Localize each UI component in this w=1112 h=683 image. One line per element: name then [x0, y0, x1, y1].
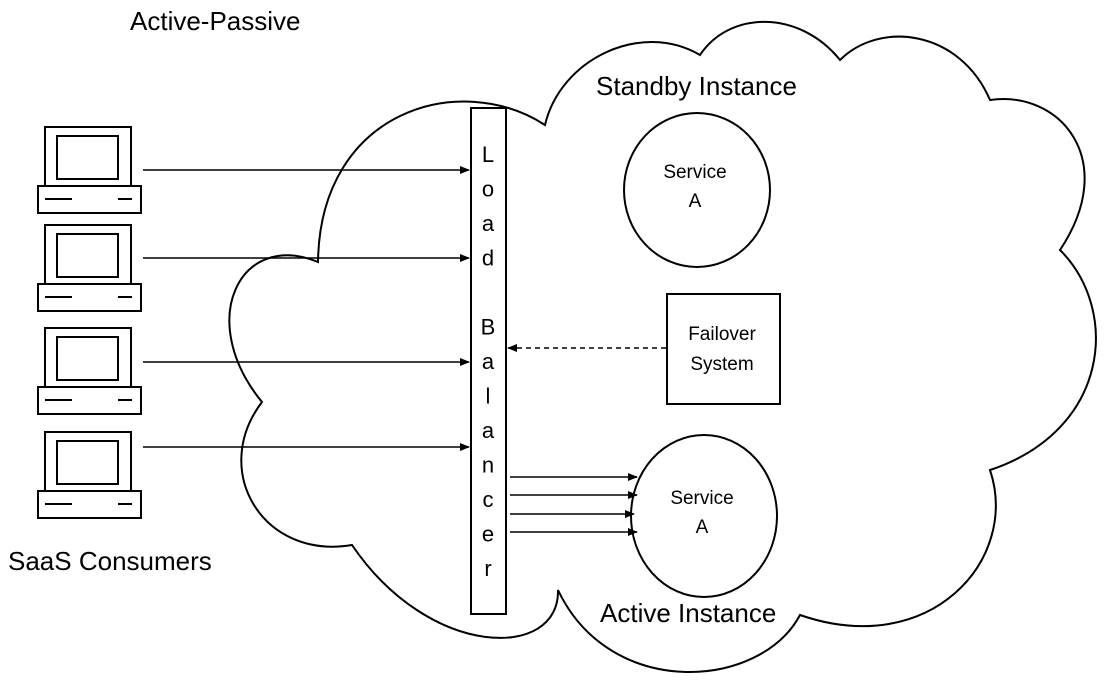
- load-balancer-letter: d: [482, 246, 494, 271]
- computer-icon: [37, 224, 142, 312]
- load-balancer-letter: a: [482, 349, 495, 374]
- standby-instance-label: Standby Instance: [596, 71, 797, 101]
- computer-icon: [37, 431, 142, 519]
- computer-group: [37, 126, 142, 519]
- standby-service-line1: Service: [663, 162, 726, 183]
- computer-part: [56, 233, 119, 278]
- standby-service-line2: A: [689, 191, 702, 212]
- load-balancer-letter: o: [482, 177, 494, 202]
- cloud-shape: [228, 20, 1097, 673]
- diagram-title: Active-Passive: [130, 6, 301, 36]
- active-service-line2: A: [696, 517, 709, 538]
- computer-icon: [37, 327, 142, 415]
- computer-part: [56, 440, 119, 485]
- load-balancer-box: [470, 107, 507, 615]
- load-balancer-letter: c: [483, 487, 494, 512]
- active-service-line1: Service: [670, 488, 733, 509]
- load-balancer-letter: e: [482, 522, 494, 547]
- computer-icon: [37, 126, 142, 214]
- load-balancer-letter: a: [482, 418, 495, 443]
- failover-line2: System: [690, 354, 753, 375]
- standby-service-circle: [623, 112, 771, 268]
- load-balancer-letter: l: [486, 384, 491, 409]
- failover-system-box: [666, 293, 781, 405]
- load-balancer-letter: L: [482, 142, 494, 167]
- computer-part: [56, 135, 119, 180]
- load-balancer-letter: B: [481, 315, 496, 340]
- computer-part: [56, 336, 119, 381]
- active-instance-label: Active Instance: [600, 598, 776, 628]
- active-service-circle: [630, 434, 778, 598]
- consumers-label: SaaS Consumers: [8, 546, 212, 576]
- load-balancer-letter: n: [482, 453, 494, 478]
- load-balancer-letter: r: [484, 556, 491, 581]
- failover-line1: Failover: [688, 324, 756, 345]
- load-balancer-letter: a: [482, 211, 495, 236]
